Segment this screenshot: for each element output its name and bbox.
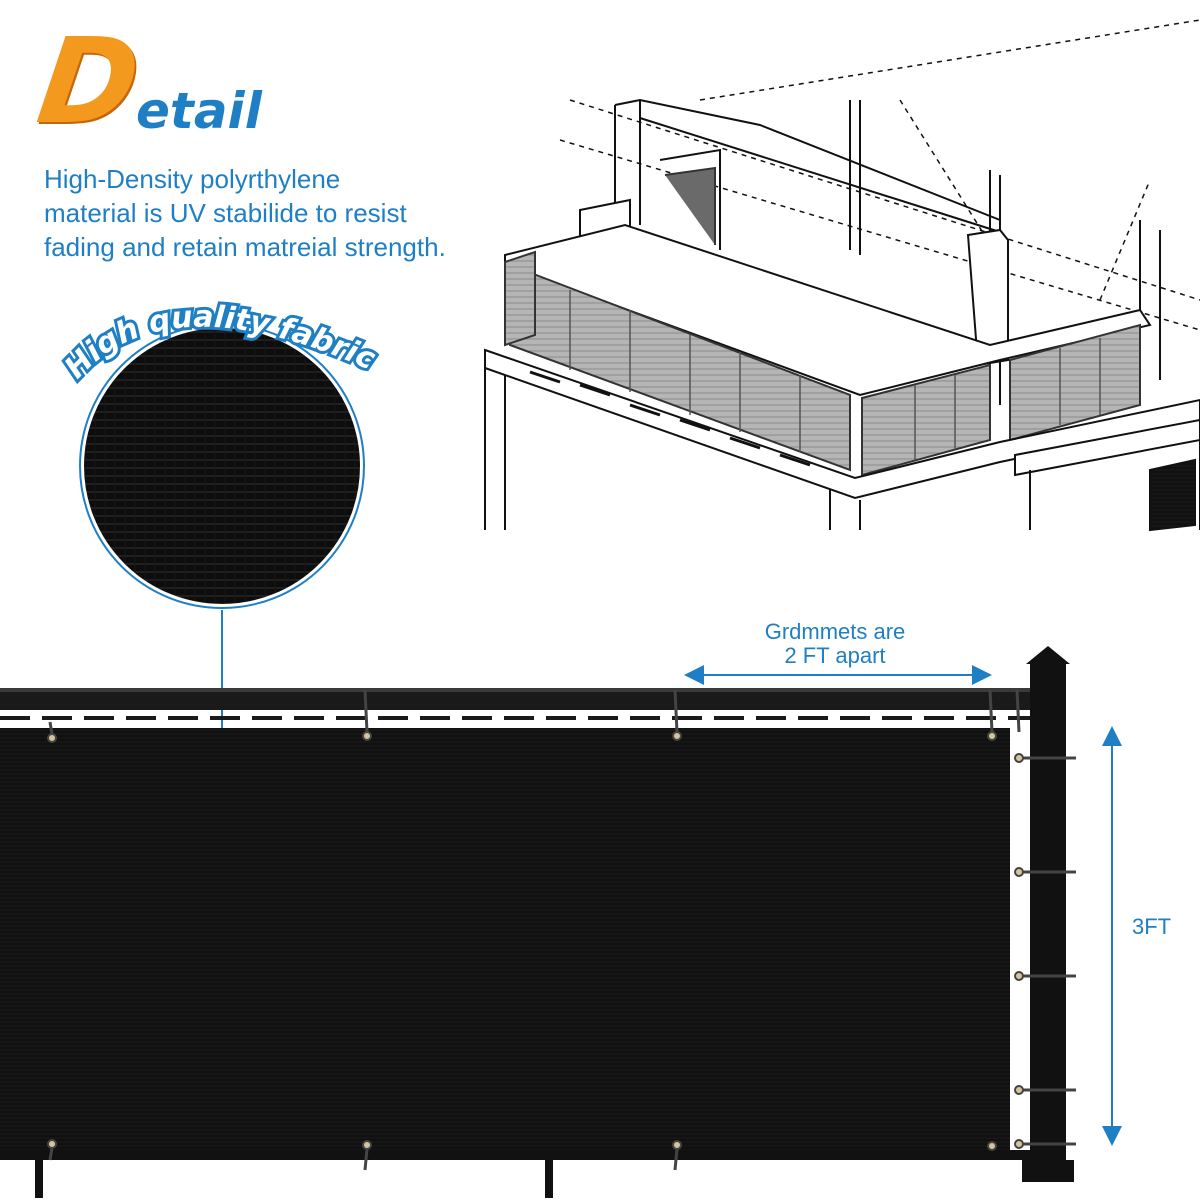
description-line: fading and retain matreial strength.	[44, 232, 446, 262]
material-description: High-Density polyrthylene material is UV…	[44, 162, 504, 264]
fabric-closeup	[79, 323, 365, 785]
description-line: High-Density polyrthylene	[44, 164, 341, 194]
page-title: D etail	[30, 12, 300, 152]
grommet-spacing-line: Grdmmets are	[764, 619, 906, 644]
title-rest: etail	[136, 82, 262, 140]
height-label: 3FT	[1132, 914, 1172, 939]
dimension-arrows	[684, 665, 1122, 1146]
grommet-spacing-label: Grdmmets are 2 FT apart	[690, 620, 980, 668]
grommet-spacing-line: 2 FT apart	[784, 643, 886, 668]
description-line: material is UV stabilide to resist	[44, 198, 407, 228]
title-initial: D	[30, 12, 148, 150]
balcony-drawing	[484, 19, 1200, 532]
fence-screen	[0, 646, 1076, 1198]
